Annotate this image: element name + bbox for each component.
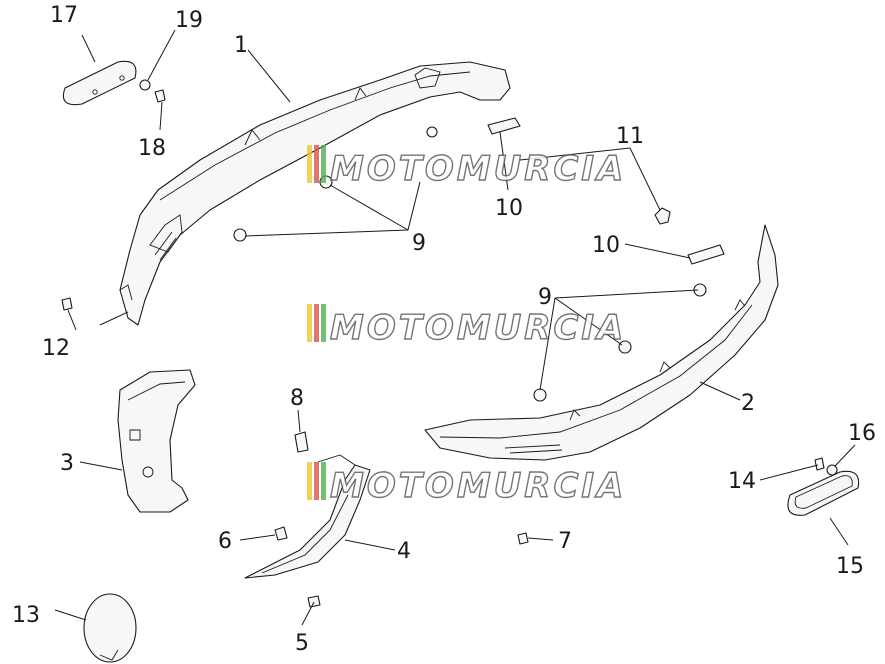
callout-13: 13 [12, 603, 40, 628]
callout-3: 3 [60, 451, 74, 476]
leader-lines [54, 29, 856, 626]
watermark-3: MOTOMURCIA [307, 462, 626, 507]
callout-19: 19 [175, 8, 203, 33]
part-3-inner-panel [117, 369, 196, 513]
callout-17: 17 [50, 3, 78, 28]
callout-11: 11 [616, 124, 644, 149]
callout-4: 4 [397, 539, 411, 564]
part-17-reflector [62, 60, 137, 106]
callout-5: 5 [295, 631, 309, 656]
hardware-grommets [61, 79, 838, 608]
part-13-round-cap [83, 593, 137, 663]
watermark-2: MOTOMURCIA [307, 304, 626, 349]
callout-10-upper: 10 [495, 196, 523, 221]
callout-9-lower: 9 [538, 285, 552, 310]
part-1-side-fairing [119, 61, 511, 326]
watermark-text: MOTOMURCIA [330, 308, 626, 348]
callout-1: 1 [234, 33, 248, 58]
part-2-side-fairing [424, 224, 779, 461]
callout-2: 2 [741, 391, 755, 416]
callout-9-upper: 9 [412, 231, 426, 256]
callout-14: 14 [728, 469, 756, 494]
callout-labels: 1 2 3 4 5 6 7 8 9 9 10 10 11 12 13 14 15… [12, 3, 876, 656]
callout-16: 16 [848, 421, 876, 446]
watermark-text: MOTOMURCIA [330, 466, 626, 506]
callout-15: 15 [836, 554, 864, 579]
callout-10-lower: 10 [592, 233, 620, 258]
watermark-text: MOTOMURCIA [330, 149, 626, 189]
callout-18: 18 [138, 136, 166, 161]
callout-8: 8 [290, 386, 304, 411]
callout-12: 12 [42, 336, 70, 361]
part-4-lower-panel [244, 454, 371, 579]
callout-7: 7 [558, 529, 572, 554]
watermark-1: MOTOMURCIA [307, 145, 626, 190]
part-15-reflector [787, 470, 860, 516]
callout-6: 6 [218, 529, 232, 554]
